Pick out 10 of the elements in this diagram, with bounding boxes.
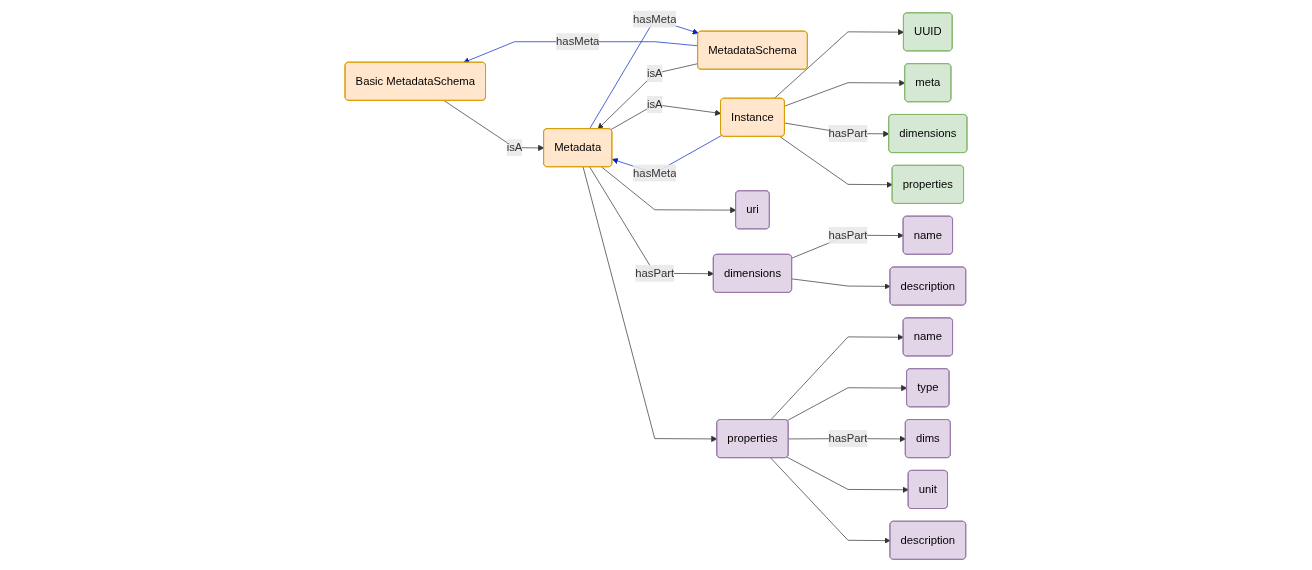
edge-label: hasPart (828, 228, 868, 241)
edge-label: isA (646, 98, 663, 111)
edge-label: hasMeta (633, 166, 677, 179)
edge-label: hasPart (828, 432, 868, 445)
edge-label: hasMeta (633, 12, 677, 25)
edge-label: hasPart (828, 127, 868, 140)
edge-label: hasMeta (556, 35, 600, 48)
edge-label: isA (506, 141, 523, 154)
edge-label: hasPart (635, 266, 675, 279)
edge-label: isA (646, 67, 663, 80)
